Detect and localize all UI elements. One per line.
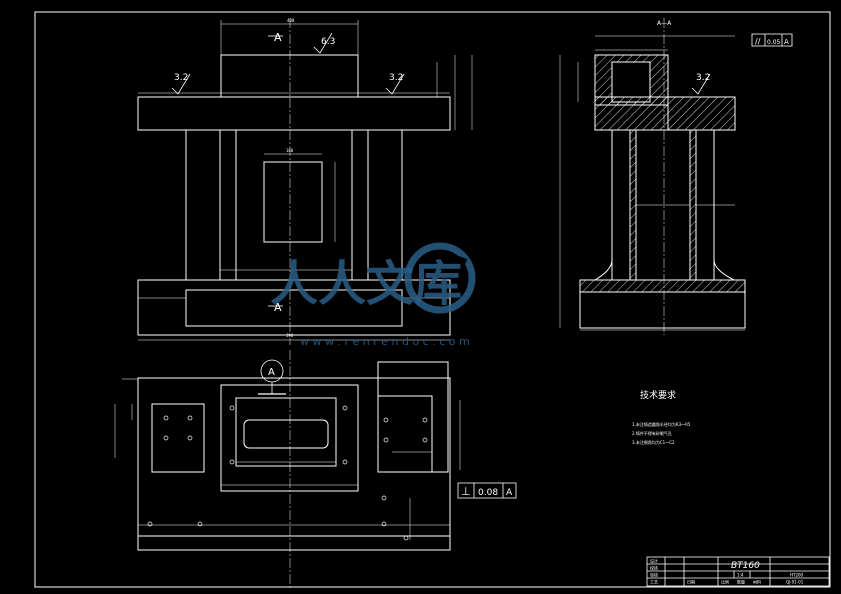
parallelism-datum: A bbox=[784, 38, 789, 46]
title-block-label-qty: 数量 bbox=[737, 579, 745, 585]
title-block bbox=[646, 556, 830, 587]
watermark-text: 人人文库 bbox=[270, 256, 462, 312]
perpendicularity-symbol: ⊥ bbox=[461, 485, 471, 498]
perpendicularity-value: 0.08 bbox=[478, 488, 498, 498]
tech-req-item-1: 1.未注铸造圆角半径均为R3～R5 bbox=[632, 421, 691, 427]
watermark-url: w w w . r e n r e n d o c . c o m bbox=[300, 335, 470, 348]
svg-text:160: 160 bbox=[286, 148, 294, 153]
title-block-label-scale: 比例 bbox=[721, 579, 729, 585]
tech-req-item-3: 3.未注倒角均为C1～C2 bbox=[632, 439, 675, 445]
perpendicularity-datum: A bbox=[506, 488, 513, 498]
title-block-label-review: 审核 bbox=[650, 572, 658, 578]
top-view bbox=[114, 350, 517, 590]
tech-req-title: 技术要求 bbox=[640, 389, 676, 401]
top-view-holes bbox=[147, 405, 428, 541]
side-section-view bbox=[559, 18, 793, 335]
title-block-label-check: 校核 bbox=[650, 565, 658, 571]
front-section-label-a: A bbox=[274, 31, 282, 44]
roughness-front-top: 6.3 bbox=[321, 37, 335, 47]
title-block-scale: 1:4 bbox=[737, 573, 744, 578]
front-view bbox=[137, 18, 473, 345]
side-section-title: A—A bbox=[657, 20, 672, 27]
title-block-date-label: 日期 bbox=[687, 579, 695, 585]
title-block-drawing-no: QJ-01-01 bbox=[786, 580, 804, 585]
top-view-datum-label: A bbox=[268, 367, 275, 378]
roughness-front-right: 3.2 bbox=[389, 73, 403, 83]
svg-text:390: 390 bbox=[286, 333, 294, 338]
roughness-side-right: 3.2 bbox=[696, 73, 710, 83]
front-section-label-a-bottom: A bbox=[274, 301, 282, 314]
title-block-label-process: 工艺 bbox=[650, 580, 658, 585]
title-block-material: HT200 bbox=[790, 573, 804, 578]
svg-text:400: 400 bbox=[287, 18, 295, 23]
parallelism-symbol: // bbox=[755, 37, 761, 46]
parallelism-value: 0.05 bbox=[767, 39, 781, 46]
sheet-border bbox=[34, 11, 831, 588]
title-block-label-material: 材料 bbox=[753, 579, 761, 585]
roughness-front-left: 3.2 bbox=[174, 73, 188, 83]
title-block-drawing-name: BT160 bbox=[731, 561, 760, 571]
watermark-logo bbox=[404, 242, 476, 314]
tech-req-item-2: 2.铸件不得有砂眼气孔 bbox=[632, 430, 672, 436]
title-block-label-design: 设计 bbox=[650, 558, 658, 564]
